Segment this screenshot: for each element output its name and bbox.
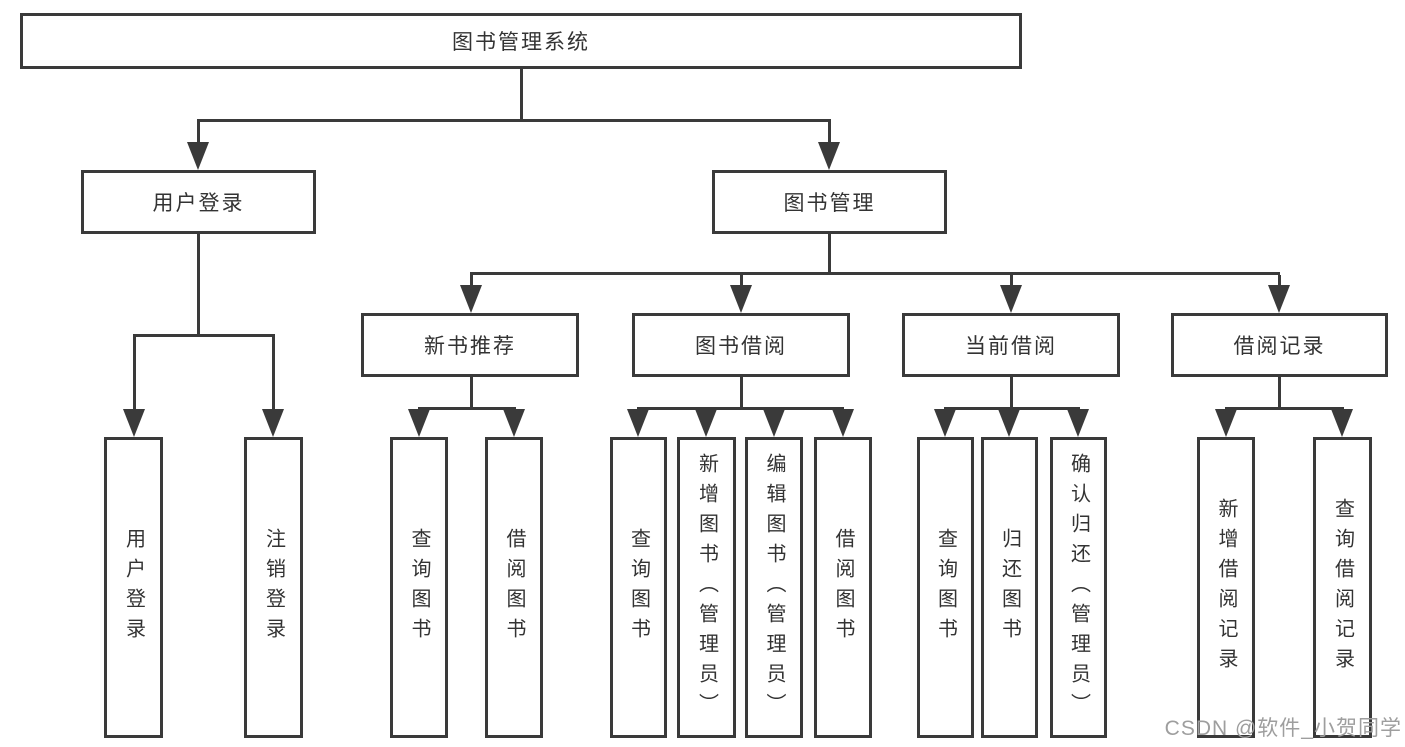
leaf-return-book: 归还图书	[981, 437, 1038, 738]
arrowhead-icon	[123, 409, 145, 437]
leaf-add-book-admin: 新增图书（管理员）	[677, 437, 736, 738]
connector-vline	[828, 233, 831, 272]
arrowhead-icon	[1000, 285, 1022, 313]
leaf-borrow-books-recommend-label: 借阅图书	[503, 527, 525, 648]
leaf-add-borrow-record: 新增借阅记录	[1197, 437, 1255, 738]
arrowhead-icon	[695, 409, 717, 437]
leaf-query-books-current-label: 查询图书	[934, 527, 957, 648]
leaf-edit-book-admin-label: 编辑图书（管理员）	[763, 452, 785, 723]
connector-hline	[133, 334, 275, 337]
connector-vline	[470, 275, 473, 285]
connector-hline	[197, 119, 831, 122]
connector-vline	[133, 337, 136, 409]
leaf-confirm-return-admin: 确认归还（管理员）	[1050, 437, 1107, 738]
connector-vline	[197, 122, 200, 142]
arrowhead-icon	[730, 285, 752, 313]
leaf-query-books-borrow: 查询图书	[610, 437, 667, 738]
connector-vline	[1278, 376, 1281, 407]
leaf-borrow-books: 借阅图书	[814, 437, 872, 738]
node-current-borrow: 当前借阅	[902, 313, 1120, 377]
arrowhead-icon	[408, 409, 430, 437]
connector-hline	[470, 272, 1280, 275]
leaf-add-book-admin-label: 新增图书（管理员）	[695, 452, 718, 723]
connector-vline	[197, 233, 200, 334]
leaf-logout: 注销登录	[244, 437, 303, 738]
leaf-query-books-recommend-label: 查询图书	[408, 527, 430, 648]
leaf-query-books-current: 查询图书	[917, 437, 974, 738]
leaf-logout-label: 注销登录	[262, 527, 285, 648]
node-borrow-records: 借阅记录	[1171, 313, 1388, 377]
arrowhead-icon	[262, 409, 284, 437]
leaf-query-borrow-record-label: 查询借阅记录	[1331, 497, 1354, 678]
connector-vline	[272, 337, 275, 409]
arrowhead-icon	[832, 409, 854, 437]
arrowhead-icon	[1215, 409, 1237, 437]
arrowhead-icon	[818, 142, 840, 170]
leaf-user-login-label: 用户登录	[122, 527, 145, 648]
connector-vline	[1010, 275, 1013, 285]
leaf-user-login: 用户登录	[104, 437, 163, 738]
connector-hline	[637, 407, 844, 410]
connector-vline	[740, 275, 743, 285]
leaf-return-book-label: 归还图书	[998, 527, 1021, 648]
leaf-borrow-books-label: 借阅图书	[832, 527, 854, 648]
node-current-borrow-label: 当前借阅	[965, 335, 1057, 358]
arrowhead-icon	[1067, 409, 1089, 437]
leaf-query-books-borrow-label: 查询图书	[627, 527, 650, 648]
node-borrow-records-label: 借阅记录	[1233, 335, 1326, 358]
arrowhead-icon	[998, 409, 1020, 437]
leaf-add-borrow-record-label: 新增借阅记录	[1215, 497, 1237, 678]
arrowhead-icon	[187, 142, 209, 170]
connector-vline	[1010, 376, 1013, 407]
arrowhead-icon	[627, 409, 649, 437]
connector-hline	[1225, 407, 1344, 410]
connector-vline	[1278, 275, 1281, 285]
node-user-login-label: 用户登录	[152, 192, 245, 215]
node-new-book-recommend-label: 新书推荐	[424, 335, 516, 358]
arrowhead-icon	[460, 285, 482, 313]
leaf-edit-book-admin: 编辑图书（管理员）	[745, 437, 803, 738]
leaf-query-borrow-record: 查询借阅记录	[1313, 437, 1372, 738]
connector-hline	[418, 407, 516, 410]
arrowhead-icon	[1268, 285, 1290, 313]
arrowhead-icon	[503, 409, 525, 437]
arrowhead-icon	[934, 409, 956, 437]
node-book-management-label: 图书管理	[783, 192, 876, 215]
watermark-text: CSDN @软件_小贺同学	[1164, 717, 1402, 740]
node-root-label: 图书管理系统	[452, 31, 590, 54]
leaf-confirm-return-admin-label: 确认归还（管理员）	[1067, 452, 1090, 723]
leaf-query-books-recommend: 查询图书	[390, 437, 448, 738]
connector-hline	[944, 407, 1080, 410]
node-root: 图书管理系统	[20, 13, 1022, 69]
leaf-borrow-books-recommend: 借阅图书	[485, 437, 543, 738]
connector-vline	[828, 122, 831, 142]
node-book-borrow-label: 图书借阅	[695, 335, 787, 358]
arrowhead-icon	[1331, 409, 1353, 437]
node-book-management: 图书管理	[712, 170, 947, 234]
connector-vline	[740, 376, 743, 407]
node-user-login: 用户登录	[81, 170, 316, 234]
connector-vline	[470, 376, 473, 407]
arrowhead-icon	[763, 409, 785, 437]
node-book-borrow: 图书借阅	[632, 313, 850, 377]
connector-vline	[520, 68, 523, 119]
node-new-book-recommend: 新书推荐	[361, 313, 579, 377]
